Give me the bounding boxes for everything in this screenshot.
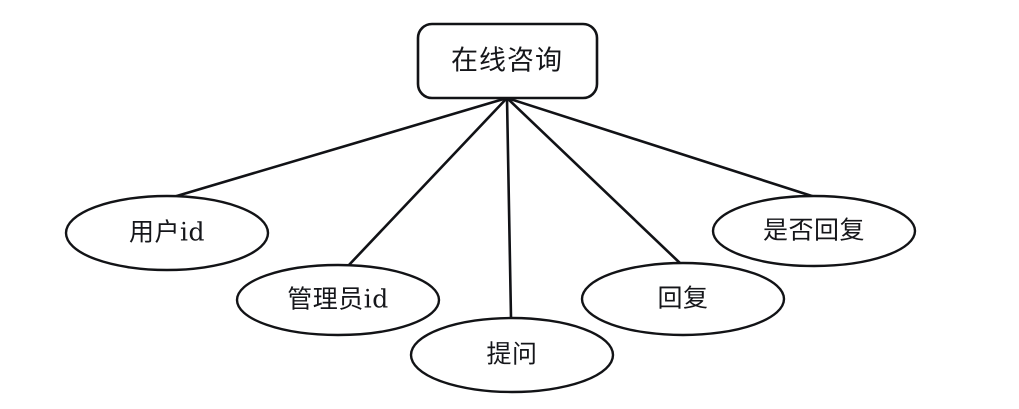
entity-label: 在线咨询 [451, 46, 563, 77]
attribute-ellipse [409, 316, 615, 394]
attribute-ellipse [580, 261, 786, 337]
attribute-ellipse [235, 263, 441, 337]
attribute-node-replied-flag[interactable]: 是否回复 [711, 194, 917, 268]
attribute-label-reply: 回复 [657, 284, 708, 313]
attribute-ellipse [711, 194, 917, 268]
attribute-label-user-id: 用户id [129, 218, 205, 247]
connector-to-reply [505, 96, 684, 267]
attribute-node-question[interactable]: 提问 [409, 316, 615, 394]
attribute-label-question: 提问 [486, 340, 537, 369]
connector-to-replied-flag [505, 96, 817, 199]
connector-group [168, 96, 817, 320]
attribute-label-replied-flag: 是否回复 [763, 216, 865, 245]
entity-node-online-consultation[interactable]: 在线咨询 [416, 22, 599, 100]
attribute-node-reply[interactable]: 回复 [580, 261, 786, 337]
attribute-label-admin-id: 管理员id [287, 285, 389, 314]
entity-rounded-rect [416, 22, 599, 100]
connector-to-user-id [168, 96, 509, 200]
connector-to-question [505, 96, 513, 320]
attribute-node-user-id[interactable]: 用户id [64, 194, 270, 272]
attribute-ellipse [64, 194, 270, 272]
attribute-node-admin-id[interactable]: 管理员id [235, 263, 441, 337]
connector-to-admin-id [346, 96, 509, 268]
